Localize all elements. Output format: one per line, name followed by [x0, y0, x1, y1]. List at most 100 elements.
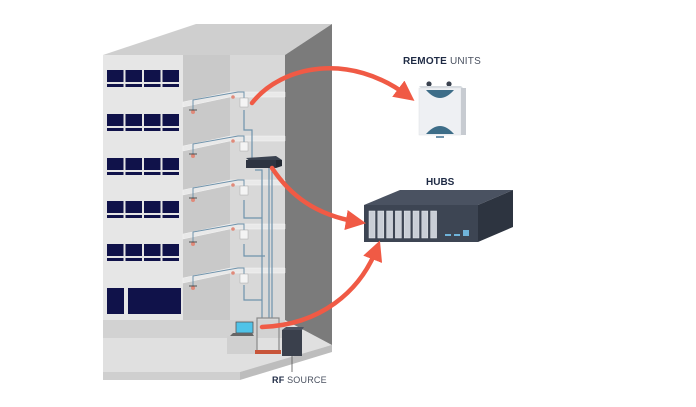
hub-slot — [377, 210, 385, 239]
ceiling-antenna — [191, 286, 195, 290]
window — [144, 70, 161, 82]
ceiling-antenna — [231, 95, 235, 99]
window-sill — [125, 172, 142, 175]
window-sill — [107, 258, 124, 261]
remote-unit-small — [239, 97, 249, 108]
rf-source-label-bold: RF — [272, 375, 285, 385]
window — [128, 288, 181, 314]
window-sill — [162, 128, 179, 131]
remote-units-label-regular: UNITS — [446, 56, 481, 67]
window-sill — [107, 215, 124, 218]
window-sill — [162, 215, 179, 218]
remote-units-label-bold: REMOTE — [403, 56, 447, 67]
ceiling-antenna — [231, 139, 235, 143]
window — [125, 244, 142, 256]
window — [107, 244, 124, 256]
rack-base — [255, 350, 281, 354]
window — [162, 244, 179, 256]
window-sill — [144, 128, 161, 131]
remote-unit-small — [239, 273, 249, 284]
window-sill — [144, 215, 161, 218]
window — [162, 70, 179, 82]
window-sill — [125, 258, 142, 261]
window — [144, 244, 161, 256]
window — [162, 114, 179, 126]
window-sill — [107, 128, 124, 131]
building-facade — [103, 55, 183, 320]
window — [144, 158, 161, 170]
window-sill — [162, 84, 179, 87]
remote-unit-small — [239, 229, 249, 240]
ceiling-antenna — [231, 227, 235, 231]
cabling — [243, 110, 273, 318]
window — [125, 70, 142, 82]
window-sill — [125, 84, 142, 87]
floor-antenna-group — [189, 135, 249, 158]
floor-antenna-group — [189, 91, 249, 114]
ceiling-antenna — [191, 242, 195, 246]
window — [144, 201, 161, 213]
rf-source-label-regular: SOURCE — [284, 375, 327, 385]
floor-cable — [192, 179, 245, 198]
window — [162, 158, 179, 170]
window-sill — [144, 172, 161, 175]
window — [125, 114, 142, 126]
floor-antenna-group — [189, 223, 249, 246]
window — [144, 114, 161, 126]
laptop-base — [230, 333, 254, 336]
hub-slot — [412, 210, 420, 239]
hub-slot — [395, 210, 402, 239]
hub-slot — [421, 210, 429, 239]
arrow-to-hubs-from-rf — [259, 240, 383, 330]
hub-slot — [430, 210, 437, 239]
floor-cable — [192, 267, 245, 286]
floor-antenna-group — [189, 179, 249, 202]
window-sill — [162, 258, 179, 261]
arrow-to-hubs-from-floor — [269, 165, 366, 231]
window-sill — [125, 128, 142, 131]
window-sill — [107, 84, 124, 87]
desk — [227, 336, 257, 354]
floor-antennas — [189, 91, 249, 290]
window-sill — [107, 172, 124, 175]
window — [107, 288, 124, 314]
floor-antenna-group — [189, 267, 249, 290]
window — [125, 201, 142, 213]
ceiling-antenna — [191, 154, 195, 158]
floor-cable — [192, 91, 245, 110]
remote-unit-device — [418, 81, 466, 138]
window-sill — [162, 172, 179, 175]
hub-slot — [403, 210, 411, 239]
building — [103, 24, 332, 380]
windows — [107, 70, 181, 314]
laptop-screen — [235, 321, 254, 334]
building-roof — [103, 24, 332, 55]
ceiling-antenna — [191, 110, 195, 114]
rf-source-equipment — [227, 317, 304, 372]
hub-device — [364, 190, 513, 242]
signal-arrows — [249, 66, 415, 330]
ceiling-antenna — [231, 183, 235, 187]
hubs-label: HUBS — [426, 177, 455, 188]
hub-slot — [386, 210, 393, 239]
rf-source-label: RF SOURCE — [272, 375, 327, 385]
hub-slot — [368, 210, 376, 239]
remote-unit-small — [239, 185, 249, 196]
rf-source-box — [282, 330, 302, 356]
ceiling-antenna — [191, 198, 195, 202]
window — [125, 158, 142, 170]
window — [107, 158, 124, 170]
window — [162, 201, 179, 213]
ceiling-antenna — [231, 271, 235, 275]
remote-units-label: REMOTE UNITS — [403, 56, 481, 67]
building-side-wall — [285, 24, 332, 360]
remote-unit-small — [239, 141, 249, 152]
floor-hub-unit — [246, 156, 282, 168]
window — [107, 114, 124, 126]
window-sill — [144, 84, 161, 87]
window — [107, 70, 124, 82]
floor-cable — [192, 135, 245, 154]
window-sill — [125, 215, 142, 218]
floor-cable — [192, 223, 245, 242]
